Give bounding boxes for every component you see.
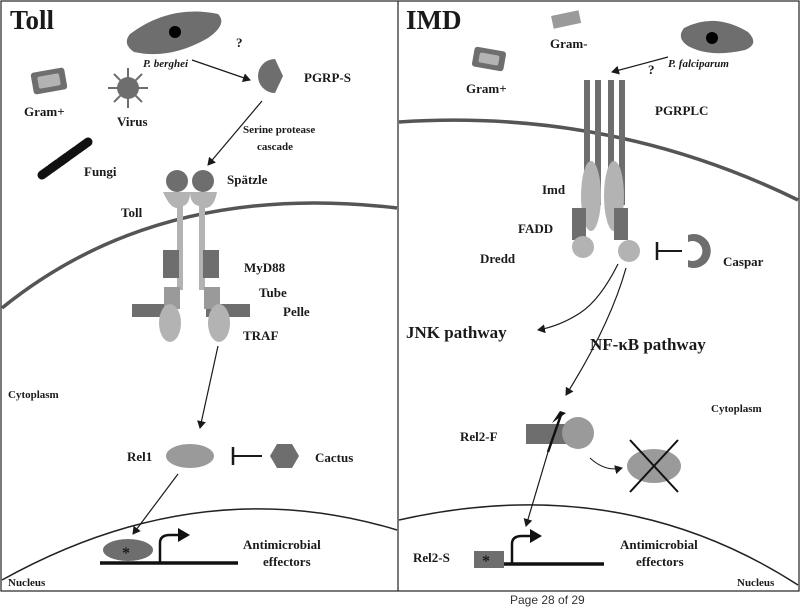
tube-label: Tube	[259, 285, 287, 300]
toll-nuclear-membrane	[1, 508, 398, 581]
pgrp-to-spatzle-arrow	[207, 100, 263, 166]
caspar-label: Caspar	[723, 254, 764, 269]
imd-nucleus-label: Nucleus	[737, 577, 775, 589]
pelle-label: Pelle	[283, 304, 310, 319]
myd88-right	[203, 250, 219, 278]
rel1-to-nucleus-arrow	[132, 473, 179, 535]
toll-panel-title: Toll	[10, 5, 55, 35]
fungi-icon	[37, 137, 93, 180]
traf-to-rel1-arrow	[197, 345, 219, 429]
fadd-right	[614, 208, 628, 240]
serine-protease-label-line1: Serine protease	[243, 124, 315, 136]
toll-effectors-line1: Antimicrobial	[243, 537, 321, 552]
imd-gram-positive-bacterium-icon	[471, 46, 507, 72]
spatzle-label: Spätzle	[227, 172, 268, 187]
rel1-label: Rel1	[127, 449, 152, 464]
tube-right	[204, 287, 220, 309]
fadd-label: FADD	[518, 221, 553, 236]
pgrplc-label: PGRPLC	[655, 103, 708, 118]
p-falciparum-label: P. falciparum	[668, 58, 729, 70]
dredd-left	[572, 236, 594, 258]
toll-effectors-line2: effectors	[263, 554, 311, 569]
toll-nucleus-label: Nucleus	[8, 577, 46, 589]
dredd-right	[618, 240, 640, 262]
caspar-icon	[688, 234, 711, 268]
jnk-pathway-label: JNK pathway	[406, 323, 507, 342]
toll-receptor-label: Toll	[121, 205, 143, 220]
imd-label: Imd	[542, 182, 566, 197]
pgrp-s-icon	[258, 59, 283, 93]
myd88-label: MyD88	[244, 260, 286, 275]
to-nfkb-arrow	[565, 267, 627, 396]
rel1-icon	[166, 444, 214, 468]
gram-minus-label: Gram-	[550, 36, 588, 51]
toll-gram-plus-label: Gram+	[24, 104, 65, 119]
imd-cytoplasm-label: Cytoplasm	[711, 403, 762, 415]
imd-star: *	[482, 553, 490, 570]
imd-transcription-arrow	[510, 529, 542, 564]
dredd-label: Dredd	[480, 251, 516, 266]
p-falciparum-to-pgrplc-arrow	[611, 56, 669, 75]
imd-panel-title: IMD	[406, 5, 462, 35]
myd88-left	[163, 250, 179, 278]
toll-question-mark: ?	[236, 35, 243, 50]
toll-transcription-arrow	[158, 528, 190, 563]
figure-frame	[0, 0, 800, 592]
rel2-s-bound-icon	[474, 551, 504, 568]
p-berghei-label: P. berghei	[143, 58, 189, 70]
pgrp-s-label: PGRP-S	[304, 70, 351, 85]
cactus-label: Cactus	[315, 450, 353, 465]
serine-protease-label-line2: cascade	[257, 141, 293, 153]
p-berghei-to-pgrp-arrow	[191, 59, 251, 82]
traf-left	[159, 304, 181, 342]
imd-effectors-line2: effectors	[636, 554, 684, 569]
virus-label: Virus	[117, 114, 148, 129]
imd-nuclear-membrane	[398, 504, 799, 586]
virus-icon	[108, 68, 148, 108]
to-jnk-arrow	[537, 263, 619, 334]
rel2-to-nucleus-arrow	[523, 451, 549, 527]
rel2f-label: Rel2-F	[460, 429, 498, 444]
imd-effectors-line1: Antimicrobial	[620, 537, 698, 552]
imd-question-mark: ?	[648, 62, 655, 77]
page-number: Page 28 of 29	[510, 593, 585, 607]
gram-positive-bacterium-icon	[30, 67, 68, 95]
gram-negative-bacterium-icon	[551, 10, 582, 29]
tube-left	[164, 287, 180, 309]
toll-cytoplasm-label: Cytoplasm	[8, 389, 59, 401]
rel2-f-icon	[526, 411, 594, 453]
cactus-icon	[270, 444, 299, 468]
traf-right	[208, 304, 230, 342]
degraded-cross-line-2	[629, 439, 679, 493]
traf-label: TRAF	[243, 328, 278, 343]
p-berghei-parasite-icon	[126, 11, 222, 55]
rel2f-cleavage-arrow	[589, 457, 623, 474]
toll-receptor-dimer	[132, 170, 250, 342]
p-falciparum-parasite-icon	[680, 20, 754, 54]
rel2s-label: Rel2-S	[413, 550, 450, 565]
toll-star: *	[122, 545, 130, 562]
fungi-label: Fungi	[84, 164, 117, 179]
fadd-left	[572, 208, 586, 240]
imd-plasma-membrane	[398, 118, 799, 202]
nfkb-pathway-label: NF-κB pathway	[590, 335, 706, 354]
rel1-bound-icon	[103, 539, 153, 561]
pgrplc-receptor	[572, 80, 640, 262]
imd-gram-plus-label: Gram+	[466, 81, 507, 96]
